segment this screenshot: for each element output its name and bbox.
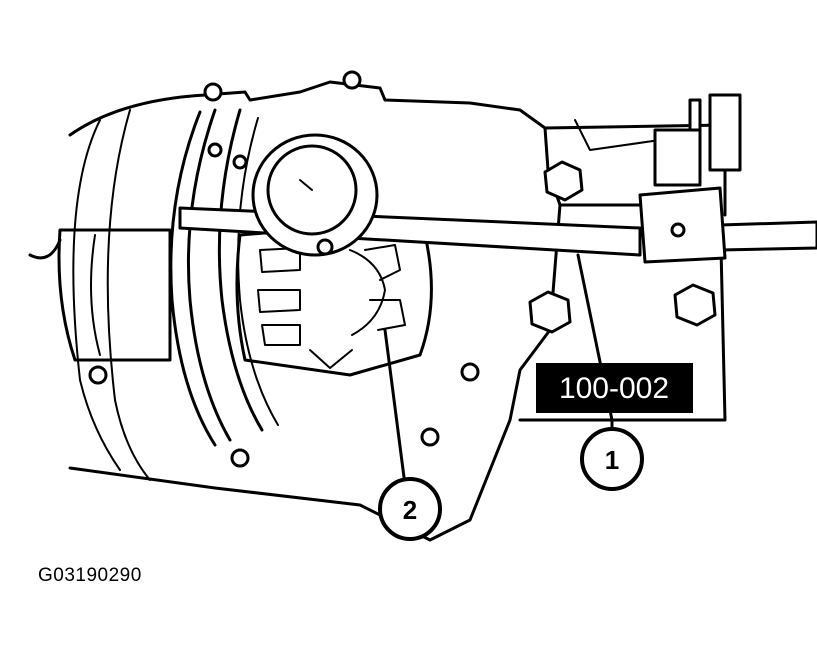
differential-case xyxy=(235,223,433,377)
tool-label-text: 100-002 xyxy=(559,372,669,405)
axle-tube xyxy=(28,228,172,362)
callout-2: 2 xyxy=(378,477,442,541)
housing-bolts xyxy=(528,160,717,334)
tool-label-tag: 100-002 xyxy=(536,363,693,413)
dial-indicator-tool xyxy=(178,93,817,264)
figure-id: G03190290 xyxy=(38,565,142,586)
callout-1-number: 1 xyxy=(605,445,619,475)
ring-gear xyxy=(88,70,480,468)
callout-1: 1 xyxy=(580,427,644,491)
callout-2-number: 2 xyxy=(403,495,417,525)
leader-line-1 xyxy=(576,253,614,432)
leader-line-2 xyxy=(383,328,407,487)
